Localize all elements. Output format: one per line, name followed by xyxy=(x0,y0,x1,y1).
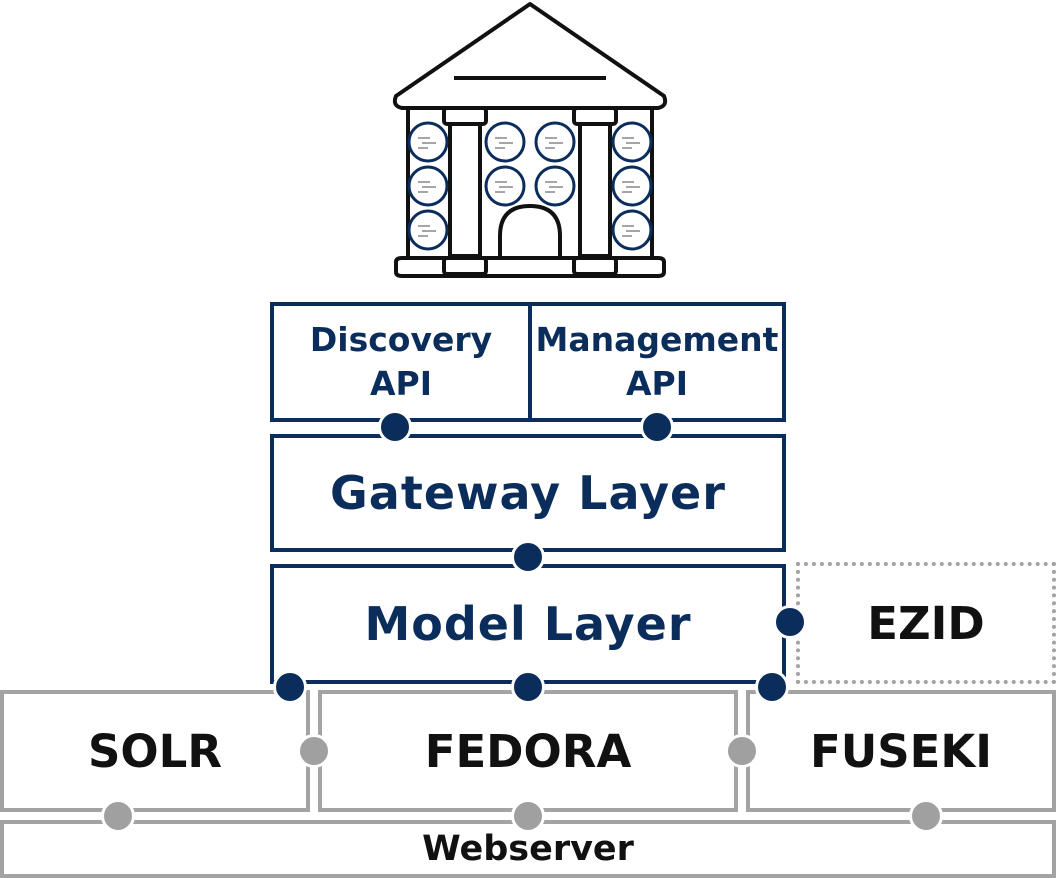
ezid-label: EZID xyxy=(867,596,985,650)
solr-box: SOLR xyxy=(0,690,310,812)
fedora-box: FEDORA xyxy=(318,690,738,812)
gateway-model-connector xyxy=(511,540,545,574)
model-layer-label: Model Layer xyxy=(364,597,692,651)
model-fedora-connector xyxy=(511,670,545,704)
fuseki-box: FUSEKI xyxy=(746,690,1056,812)
management-api-box: Management API xyxy=(528,302,786,422)
library-building-icon xyxy=(392,2,668,278)
webserver-label: Webserver xyxy=(422,829,634,869)
solr-webserver-connector xyxy=(101,799,135,833)
model-solr-connector xyxy=(273,670,307,704)
fuseki-label: FUSEKI xyxy=(809,724,993,778)
discovery-api-box: Discovery API xyxy=(270,302,532,422)
model-fuseki-connector xyxy=(755,670,789,704)
solr-fedora-connector xyxy=(297,734,331,768)
model-layer-box: Model Layer xyxy=(270,564,786,684)
gateway-layer-box: Gateway Layer xyxy=(270,434,786,552)
management-gateway-connector xyxy=(640,410,674,444)
discovery-api-label: Discovery API xyxy=(309,320,493,403)
management-api-label: Management API xyxy=(535,320,779,403)
fuseki-webserver-connector xyxy=(909,799,943,833)
gateway-layer-label: Gateway Layer xyxy=(330,466,726,520)
ezid-box: EZID xyxy=(796,562,1056,684)
model-ezid-connector xyxy=(773,605,807,639)
fedora-label: FEDORA xyxy=(424,724,632,778)
discovery-gateway-connector xyxy=(378,410,412,444)
fedora-fuseki-connector xyxy=(725,734,759,768)
solr-label: SOLR xyxy=(88,724,222,778)
fedora-webserver-connector xyxy=(511,799,545,833)
